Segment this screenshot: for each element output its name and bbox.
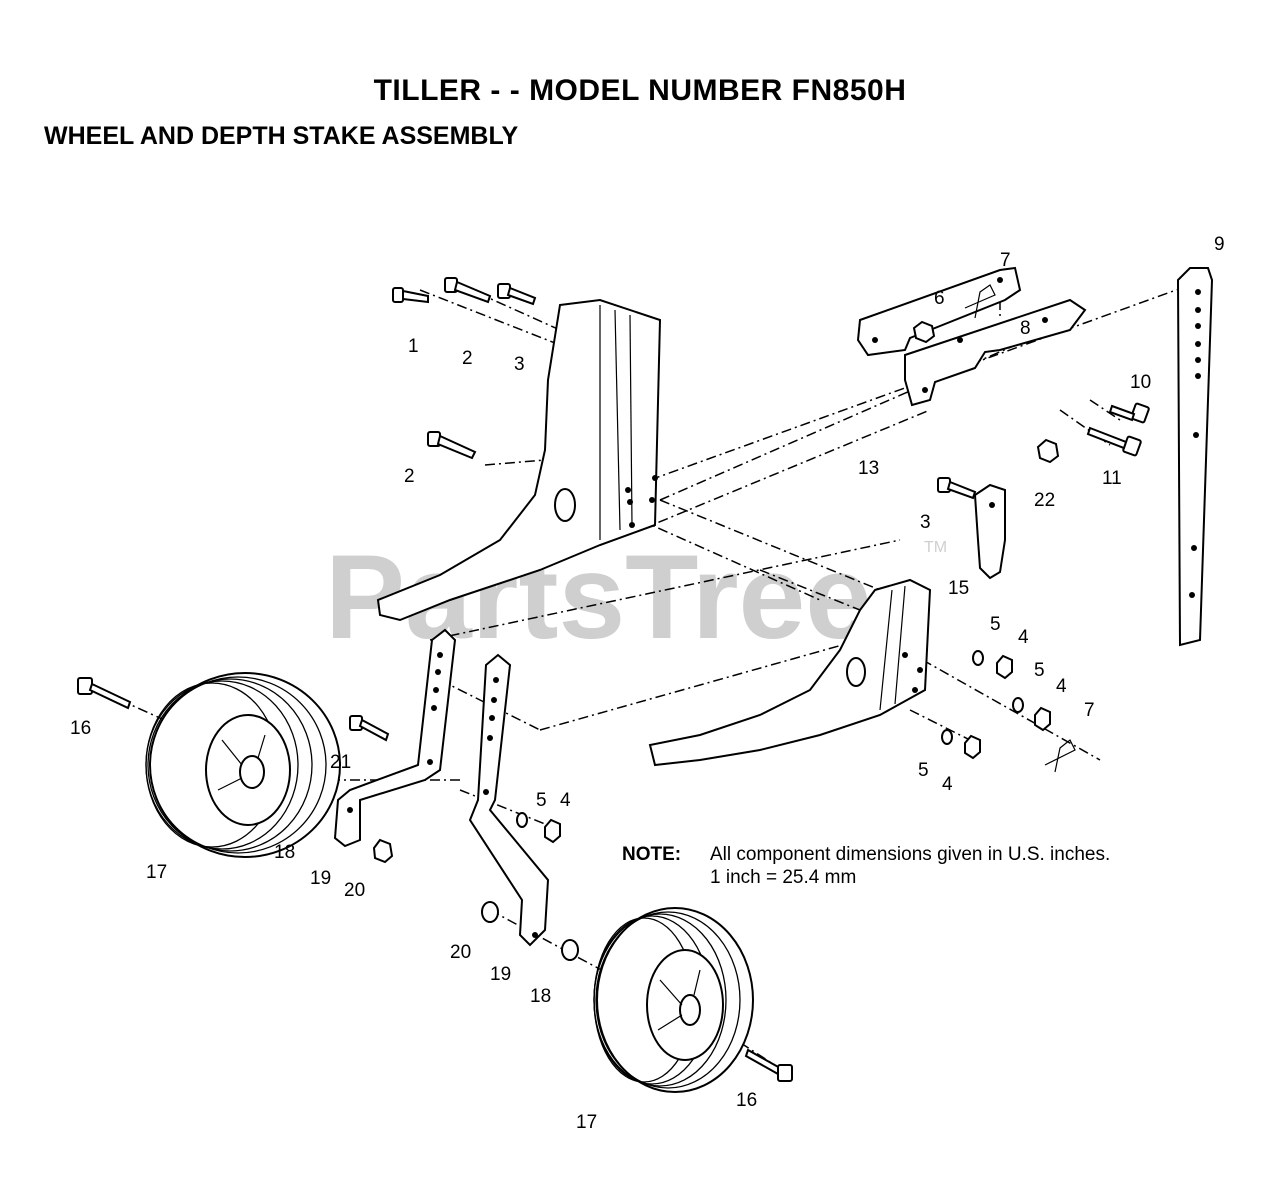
callout-label: 5 [1034,660,1045,681]
callout-label: 22 [1034,490,1055,511]
note-label: NOTE: [622,844,682,865]
left-wheel-arm [333,628,457,848]
callout-label: 10 [1130,372,1151,393]
hardware [77,277,1150,1082]
left-frame-bracket [376,298,662,622]
callout-label: 5 [536,790,547,811]
watermark-trademark: TM [924,539,947,556]
callout-label: 20 [344,880,365,901]
left-wheel [145,672,341,858]
callout-label: 8 [1020,318,1031,339]
callout-label: 4 [1018,627,1029,648]
callout-label: 19 [490,964,511,985]
callout-label: 7 [1000,250,1011,271]
callout-label: 21 [330,752,351,773]
callout-label: 18 [530,986,551,1007]
callout-label: 4 [560,790,571,811]
callout-label: 6 [934,288,945,309]
callout-label: 20 [450,942,471,963]
callout-label: 2 [462,348,473,369]
dimension-note: NOTE: All component dimensions given in U… [622,843,1110,889]
callout-label: 7 [1084,700,1095,721]
callout-label: 1 [408,336,419,357]
page-title: TILLER - - MODEL NUMBER FN850H [373,74,907,107]
callout-label: 16 [736,1090,757,1111]
right-wheel-arm [468,653,550,947]
note-line-2: 1 inch = 25.4 mm [710,867,857,888]
callout-label: 3 [920,512,931,533]
callout-label: 2 [404,466,415,487]
callout-label: 4 [942,774,953,795]
callout-label: 16 [70,718,91,739]
note-line-1: All component dimensions given in U.S. i… [710,844,1111,865]
callout-label: 18 [274,842,295,863]
callout-label: 11 [1102,468,1122,489]
callout-label: 15 [948,578,969,599]
callout-label: 5 [990,614,1001,635]
callout-label: 13 [858,458,879,479]
depth-stake-foot [973,483,1006,580]
callout-label: 17 [146,862,167,883]
callout-numbers: 1 2 3 2 6 7 8 9 10 11 22 13 3 15 5 4 5 4… [70,234,1225,1133]
callout-label: 17 [576,1112,597,1133]
right-frame-bracket [648,578,932,767]
section-title: WHEEL AND DEPTH STAKE ASSEMBLY [44,122,519,150]
callout-label: 5 [918,760,929,781]
callout-label: 3 [514,354,525,375]
depth-stake-plates [856,266,1087,407]
callout-label: 9 [1214,234,1225,255]
right-wheel [593,907,754,1093]
depth-stake-bar [1176,267,1214,647]
callout-label: 4 [1056,676,1067,697]
callout-label: 19 [310,868,331,889]
